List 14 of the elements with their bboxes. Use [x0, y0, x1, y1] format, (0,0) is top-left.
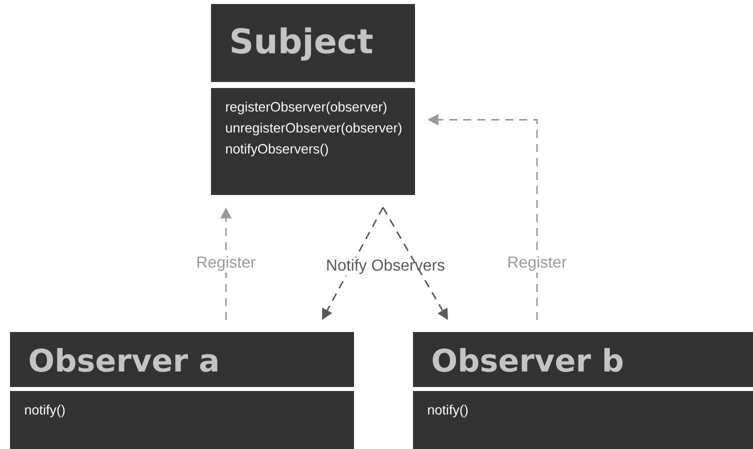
- edge-label: Register: [198, 256, 256, 271]
- class-box: [413, 332, 753, 449]
- class-name: Subject: [232, 27, 373, 61]
- class-box: [211, 4, 415, 195]
- method-text: notify(): [25, 404, 65, 418]
- class-name: Observer a: [30, 348, 218, 372]
- edge-label: Register: [508, 256, 567, 271]
- method-text: notify(): [428, 404, 468, 418]
- method-text: unregisterObserver(observer): [226, 122, 402, 136]
- class-name: Observer b: [432, 348, 623, 372]
- method-text: registerObserver(observer): [226, 102, 386, 114]
- edge-label: Notify Observers: [327, 259, 444, 274]
- class-box: [10, 332, 354, 449]
- method-text: notifyObservers(): [226, 144, 328, 156]
